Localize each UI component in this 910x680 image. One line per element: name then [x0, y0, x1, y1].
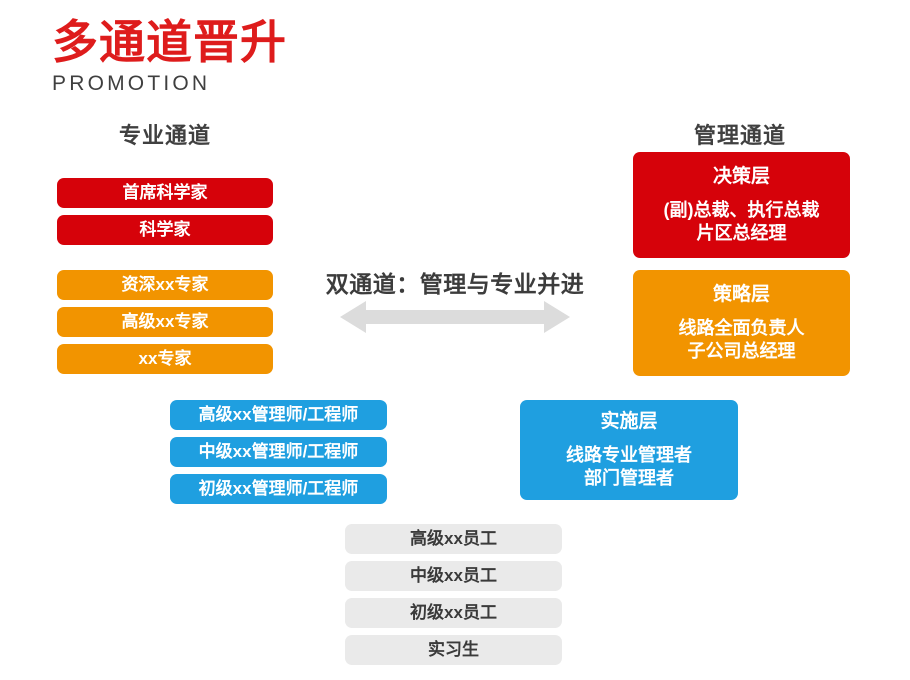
- level-label: 实习生: [428, 640, 479, 660]
- level-detail: (副)总裁、执行总裁 片区总经理: [664, 199, 820, 245]
- level-detail: 线路专业管理者 部门管理者: [566, 444, 692, 490]
- level-box-junior-manager-engineer[interactable]: 初级xx管理师/工程师: [170, 474, 387, 504]
- level-detail-line: 部门管理者: [584, 468, 674, 489]
- level-label: xx专家: [138, 349, 192, 369]
- level-detail-line: 线路专业管理者: [566, 445, 692, 466]
- level-title: 实施层: [600, 410, 658, 432]
- page-title-cn: 多通道晋升: [52, 16, 287, 68]
- level-box-strategy-layer[interactable]: 策略层 线路全面负责人 子公司总经理: [633, 270, 850, 376]
- level-label: 高级xx管理师/工程师: [198, 405, 359, 425]
- column-heading-professional: 专业通道: [118, 123, 211, 148]
- level-box-junior-staff[interactable]: 初级xx员工: [345, 598, 562, 628]
- level-box-senior-expert[interactable]: 资深xx专家: [57, 270, 273, 300]
- level-label: 高级xx专家: [121, 312, 209, 332]
- page-title: 多通道晋升 PROMOTION: [52, 14, 472, 96]
- level-box-execution-layer[interactable]: 实施层 线路专业管理者 部门管理者: [520, 400, 738, 500]
- level-box-intern[interactable]: 实习生: [345, 635, 562, 665]
- level-detail-line: 线路全面负责人: [678, 318, 805, 339]
- level-box-advanced-expert[interactable]: 高级xx专家: [57, 307, 273, 337]
- level-box-scientist[interactable]: 科学家: [57, 215, 273, 245]
- level-label: 中级xx员工: [410, 566, 497, 586]
- level-title: 策略层: [712, 283, 770, 305]
- level-box-senior-staff[interactable]: 高级xx员工: [345, 524, 562, 554]
- level-title: 决策层: [712, 165, 770, 187]
- level-label: 初级xx员工: [410, 603, 497, 623]
- level-detail: 线路全面负责人 子公司总经理: [679, 317, 805, 363]
- level-box-decision-layer[interactable]: 决策层 (副)总裁、执行总裁 片区总经理: [633, 152, 850, 258]
- level-label: 科学家: [139, 220, 191, 240]
- center-caption: 双通道：管理与专业并进: [325, 271, 585, 297]
- double-headed-arrow-icon: [340, 301, 570, 333]
- level-label: 首席科学家: [122, 183, 208, 203]
- level-box-chief-scientist[interactable]: 首席科学家: [57, 178, 273, 208]
- level-box-senior-manager-engineer[interactable]: 高级xx管理师/工程师: [170, 400, 387, 430]
- page-title-en: PROMOTION: [52, 72, 211, 95]
- level-detail-line: 子公司总经理: [687, 341, 796, 362]
- level-detail-line: (副)总裁、执行总裁: [663, 200, 820, 221]
- level-label: 高级xx员工: [410, 529, 497, 549]
- level-box-expert[interactable]: xx专家: [57, 344, 273, 374]
- level-label: 初级xx管理师/工程师: [198, 479, 359, 499]
- level-detail-line: 片区总经理: [696, 223, 787, 244]
- column-heading-management: 管理通道: [693, 123, 786, 148]
- level-label: 中级xx管理师/工程师: [198, 442, 359, 462]
- level-label: 资深xx专家: [121, 275, 209, 295]
- level-box-mid-staff[interactable]: 中级xx员工: [345, 561, 562, 591]
- level-box-mid-manager-engineer[interactable]: 中级xx管理师/工程师: [170, 437, 387, 467]
